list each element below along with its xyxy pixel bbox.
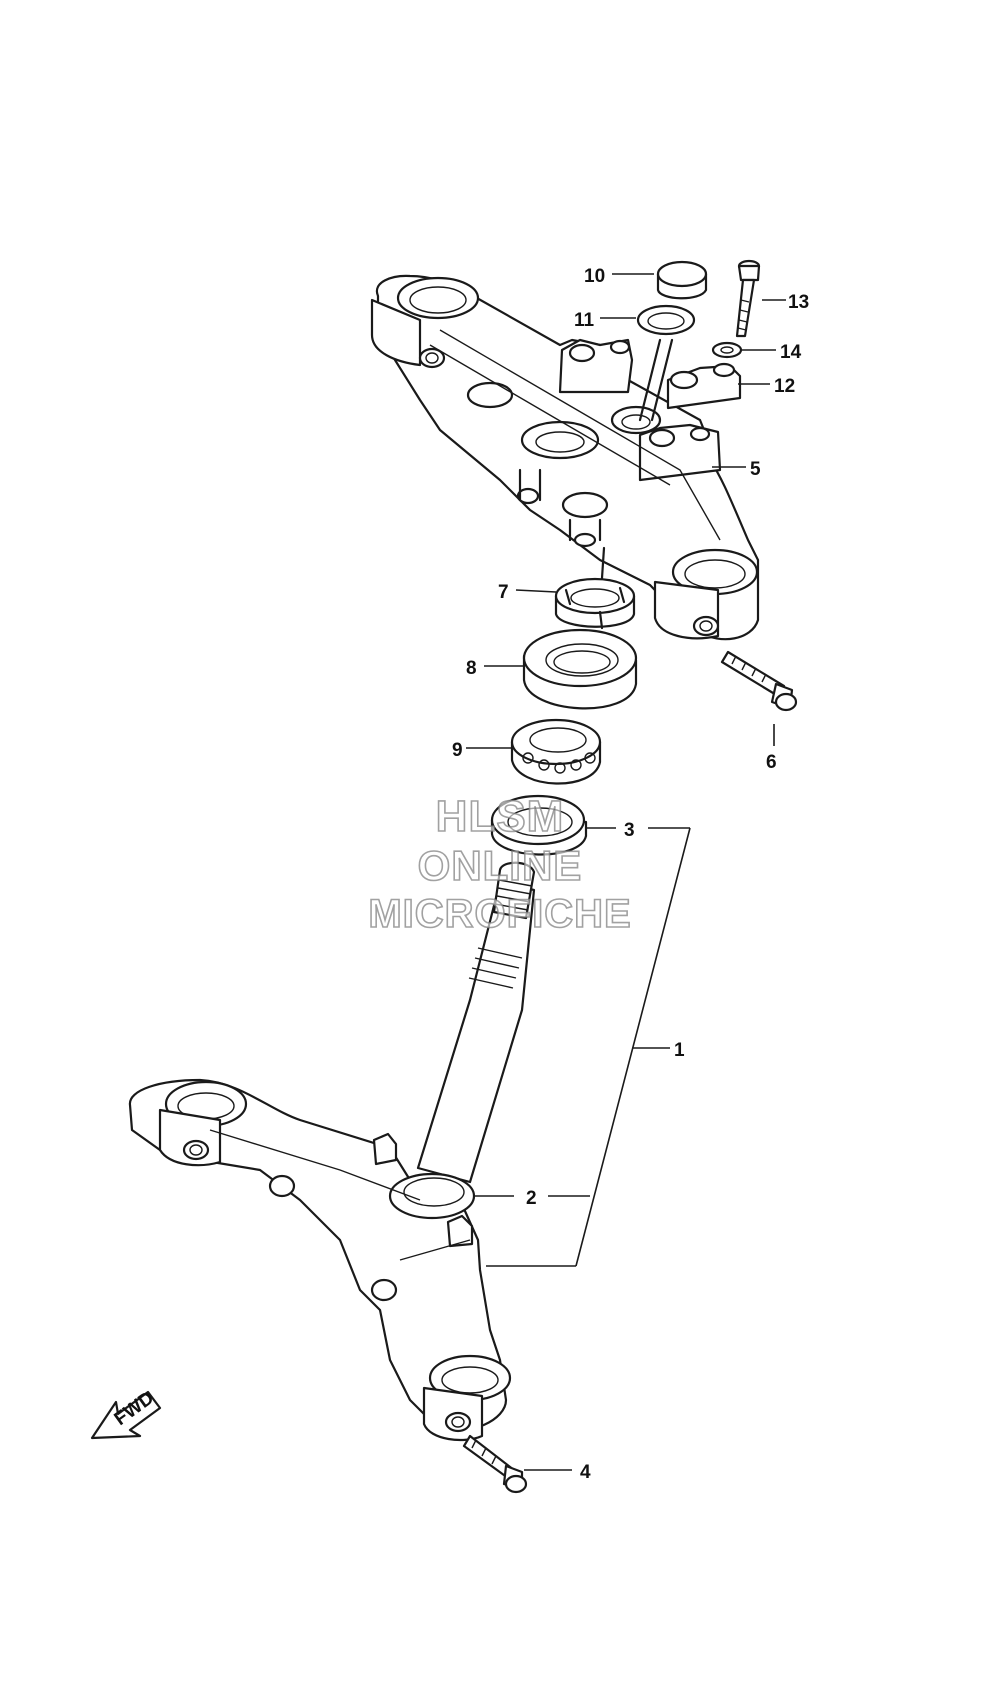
part-label-3[interactable]: 3 (624, 820, 635, 841)
cap-nut (656, 260, 708, 300)
part-label-13[interactable]: 13 (788, 292, 809, 313)
part-label-4[interactable]: 4 (580, 1462, 591, 1483)
bolt-13 (735, 259, 761, 338)
part-label-12[interactable]: 12 (774, 376, 795, 397)
part-label-5[interactable]: 5 (750, 459, 761, 480)
part-label-8[interactable]: 8 (466, 658, 477, 679)
bolt-6 (720, 650, 798, 712)
part-label-9[interactable]: 9 (452, 740, 463, 761)
dust-seal (522, 628, 638, 710)
washer-11 (636, 304, 696, 422)
bearing-race (490, 794, 588, 856)
part-label-11[interactable]: 11 (574, 310, 595, 331)
bolt-4 (462, 1434, 528, 1494)
upper-bracket (370, 274, 760, 641)
fwd-arrow-icon: FWD (90, 1388, 162, 1440)
lock-washer-14 (711, 341, 743, 359)
part-label-10[interactable]: 10 (584, 266, 605, 287)
bearing (510, 718, 602, 785)
leader-lines (466, 273, 786, 1471)
part-label-1[interactable]: 1 (674, 1040, 685, 1061)
part-label-2[interactable]: 2 (526, 1188, 537, 1209)
part-label-6[interactable]: 6 (766, 752, 777, 773)
steering-stem-lower-bracket (128, 861, 536, 1442)
part-label-7[interactable]: 7 (498, 582, 509, 603)
holder-12 (666, 362, 742, 410)
part-label-14[interactable]: 14 (780, 342, 802, 363)
steering-stem-nut (554, 546, 636, 630)
